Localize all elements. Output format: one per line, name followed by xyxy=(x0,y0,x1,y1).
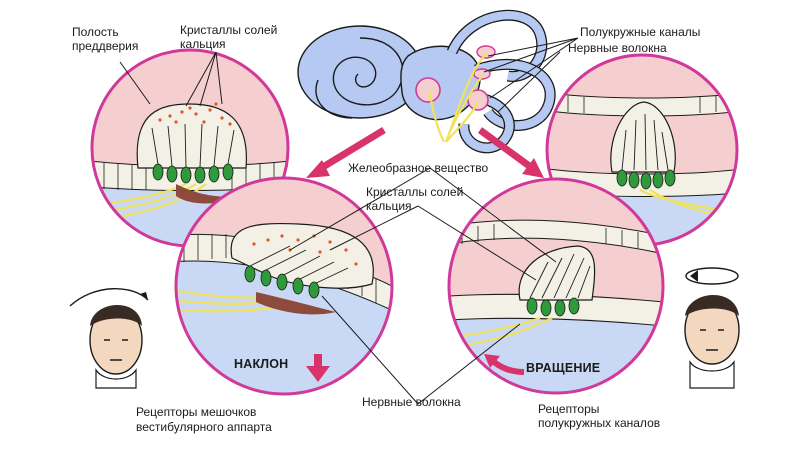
rotation-arrow xyxy=(484,354,525,375)
label-gel-substance: Желеобразное вещество xyxy=(348,161,489,175)
label-crystals-mid-2: кальция xyxy=(366,199,412,213)
face-rotation xyxy=(684,267,740,389)
leader-lines xyxy=(119,37,579,405)
label-crystals-top-2: кальция xyxy=(180,37,226,51)
circle-saccule-tilt xyxy=(174,176,394,396)
face-tilt xyxy=(69,288,149,389)
label-canal-receptors-2: полукружных каналов xyxy=(538,416,660,430)
label-tilt: НАКЛОН xyxy=(234,357,288,371)
label-saccule-receptors-1: Рецепторы мешочков xyxy=(136,405,256,419)
inner-ear-illustration xyxy=(297,9,556,154)
label-saccule-receptors-2: вестибулярного аппарта xyxy=(136,420,272,434)
label-nerve-fibers-top: Нервные волокна xyxy=(568,41,667,55)
label-canal-receptors-1: Рецепторы xyxy=(538,402,599,416)
circle-canal-rotation xyxy=(447,177,665,395)
labels: Полость преддверия Кристаллы солей кальц… xyxy=(72,23,700,434)
label-crystals-mid-1: Кристаллы солей xyxy=(366,185,463,199)
label-nerve-fibers-bottom: Нервные волокна xyxy=(362,395,461,409)
tilt-arrow xyxy=(306,354,330,382)
label-crystals-top-1: Кристаллы солей xyxy=(180,23,277,37)
label-vestibule-1: Полость xyxy=(72,25,119,39)
label-semicircular-canals: Полукружные каналы xyxy=(580,25,700,39)
pointer-arrows xyxy=(306,127,544,178)
label-vestibule-2: преддверия xyxy=(72,39,138,53)
label-rotation: ВРАЩЕНИЕ xyxy=(526,361,600,375)
